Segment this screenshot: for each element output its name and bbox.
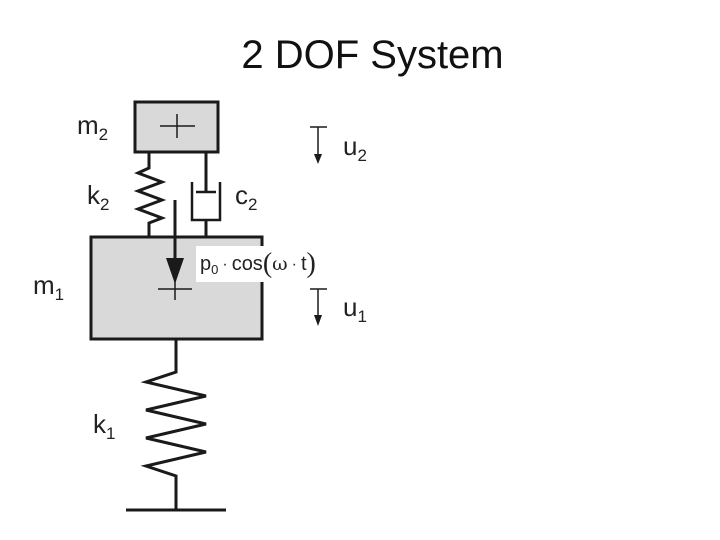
force-dot-2: · <box>291 256 297 273</box>
force-p-sub: 0 <box>211 262 219 277</box>
force-dot-1: · <box>222 256 228 273</box>
force-arrow-head <box>166 258 184 284</box>
force-close-paren: ) <box>306 248 316 279</box>
diagram-title: 2 DOF System <box>241 33 504 77</box>
label-c2: c2 <box>235 180 258 214</box>
force-t: t <box>300 253 307 275</box>
force-open-paren: ( <box>262 248 273 279</box>
displacement-arrow-u2 <box>310 126 327 164</box>
spring-k2 <box>133 152 167 237</box>
spring-k1 <box>140 339 207 510</box>
label-k2: k2 <box>87 180 110 214</box>
label-k1: k1 <box>93 409 116 443</box>
label-m2: m2 <box>77 110 109 144</box>
force-p: p <box>200 253 212 275</box>
displacement-arrow-u1 <box>310 288 327 326</box>
force-omega: ω <box>272 253 288 275</box>
label-u2: u2 <box>343 131 367 165</box>
force-label: p0·cos(ω·t) <box>196 246 320 282</box>
label-u1: u1 <box>343 292 367 326</box>
damper-c2 <box>190 152 222 237</box>
label-m1: m1 <box>33 270 65 304</box>
force-func: cos <box>231 253 263 275</box>
